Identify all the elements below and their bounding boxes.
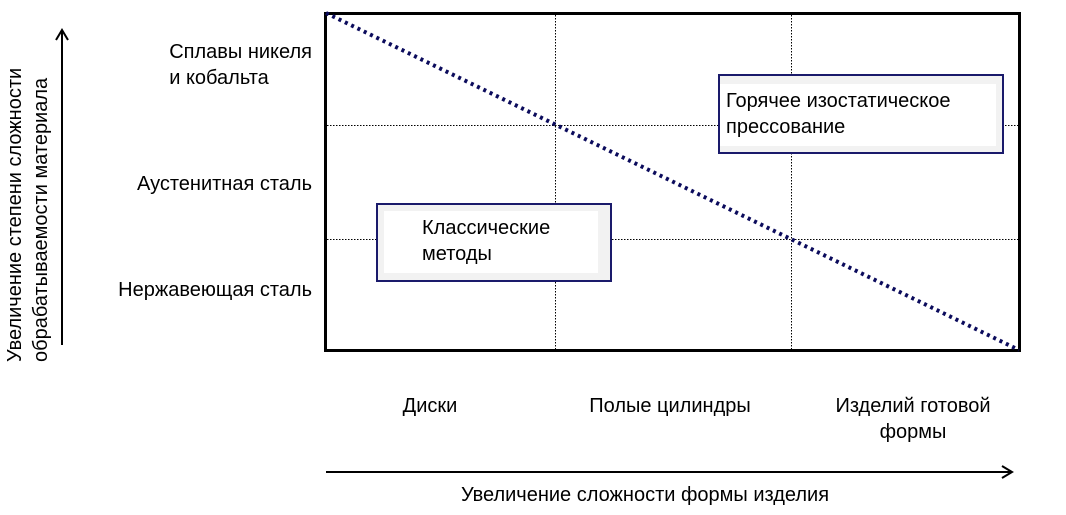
- region-label-line: методы: [422, 243, 492, 265]
- x-category-hollow-cylinders: Полые цилиндры: [589, 395, 751, 417]
- region-box-hip: Горячее изостатическое прессование: [718, 74, 1004, 154]
- x-axis-title: Увеличение сложности формы изделия: [461, 484, 830, 506]
- region-box-classic-methods: Классические методы: [376, 203, 612, 282]
- region-label-line: Горячее изостатическое: [726, 90, 951, 112]
- x-category-line: Изделий готовой: [835, 395, 991, 417]
- x-axis-arrow: [326, 465, 1014, 479]
- y-category-stainless-steel: Нержавеющая сталь: [118, 279, 312, 301]
- region-label-line: Классические: [422, 217, 551, 239]
- region-box-inner: [720, 84, 996, 146]
- y-axis-arrow: [55, 28, 69, 345]
- y-category-austenitic-steel: Аустенитная сталь: [136, 173, 312, 195]
- region-label-hip: Горячее изостатическое прессование: [726, 88, 951, 140]
- region-label-line: прессование: [726, 116, 846, 138]
- y-category-nickel-cobalt: Сплавы никеля и кобальта: [169, 39, 312, 91]
- x-category-line: формы: [879, 421, 947, 443]
- boundary-line: [325, 11, 1020, 352]
- region-label-classic-methods: Классические методы: [422, 215, 550, 267]
- region-box-inner: [384, 211, 598, 273]
- x-category-disks: Диски: [402, 395, 458, 417]
- plot-frame: [324, 12, 1021, 352]
- y-category-line: и кобальта: [169, 67, 269, 89]
- x-category-near-net-shape: Изделий готовой формы: [800, 393, 1026, 445]
- y-category-line: Сплавы никеля: [169, 41, 312, 63]
